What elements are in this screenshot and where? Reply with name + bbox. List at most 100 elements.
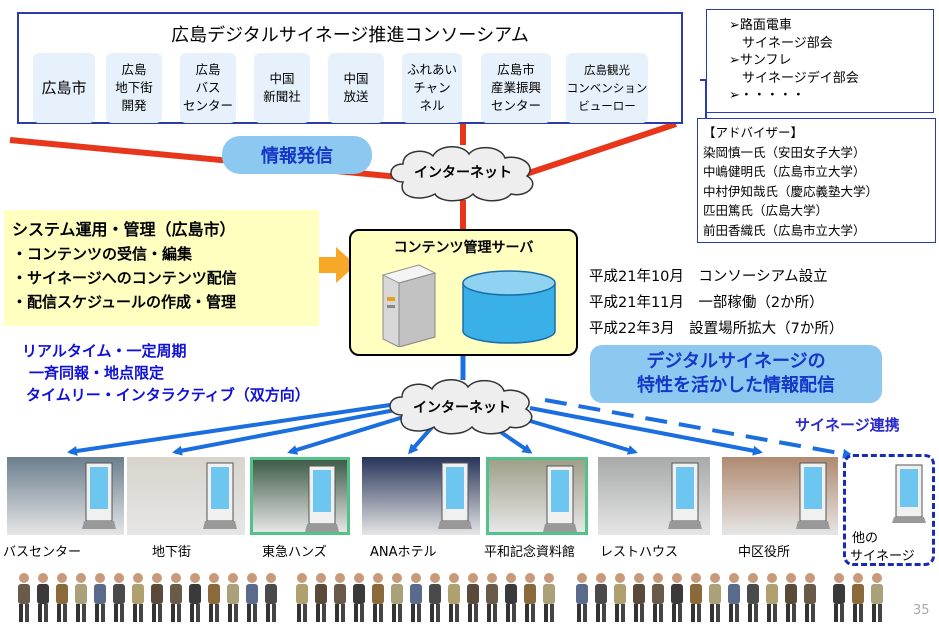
arrow-hands xyxy=(287,413,411,455)
red-line-right xyxy=(519,121,677,179)
content-server-title: コンテンツ管理サーバ xyxy=(393,240,534,256)
location-label: 平和記念資料館 xyxy=(484,545,576,560)
member-org: 広島観光 コンベンション ビューロー xyxy=(566,53,648,123)
person-figure xyxy=(576,573,588,622)
system-ops-item: ・配信スケジュールの作成・管理 xyxy=(12,293,236,311)
person-figure xyxy=(208,573,220,622)
person-figure xyxy=(804,573,816,622)
member-org: 広島市 産業振興 センター xyxy=(481,53,551,123)
timeline-item: 平成21年11月 一部稼働（2か所） xyxy=(589,295,824,311)
kiosk-icon xyxy=(543,465,577,532)
person-figure xyxy=(747,573,759,622)
internet-cloud-bottom xyxy=(389,379,533,435)
digital-signage-callout: デジタルサイネージの 特性を活かした情報配信 xyxy=(590,345,882,403)
person-figure xyxy=(353,573,365,622)
subgroups-box: ➢路面電車 サイネージ部会 ➢サンフレ サイネージデイ部会 ➢・・・・・ xyxy=(706,9,934,113)
arrow-bus xyxy=(67,403,391,456)
person-figure xyxy=(189,573,201,622)
person-figure xyxy=(410,573,422,622)
timeline: 平成21年10月 コンソーシアム設立 平成21年11月 一部稼働（2か所） 平成… xyxy=(589,264,843,342)
person-figure xyxy=(728,573,740,622)
person-figure xyxy=(391,573,403,622)
member-org: 広島 バス センター xyxy=(180,53,236,123)
advisor-name: 中村伊知哉氏（慶応義塾大学） xyxy=(703,183,879,199)
internet-top-label: インターネット xyxy=(414,165,512,181)
arrow-underground xyxy=(172,408,396,456)
subgroup-line: サイネージ部会 xyxy=(729,35,833,51)
advisor-name: 匹田篤氏（広島大学） xyxy=(703,203,829,218)
page-number: 35 xyxy=(913,603,930,618)
system-ops-item: ・サイネージへのコンテンツ配信 xyxy=(12,269,237,287)
person-figure xyxy=(246,573,258,622)
member-org: 中国 放送 xyxy=(328,53,384,123)
location-label: バスセンター xyxy=(3,545,82,560)
person-figure xyxy=(334,573,346,622)
person-figure xyxy=(151,573,163,622)
kiosk-icon xyxy=(438,462,472,529)
person-figure xyxy=(633,573,645,622)
member-org: 広島市 xyxy=(33,53,95,123)
person-figure xyxy=(113,573,125,622)
other-signage-line: サイネージ xyxy=(850,549,915,564)
kiosk-icon xyxy=(796,462,830,529)
member-org: ふれあい チャン ネル xyxy=(402,53,462,123)
person-figure xyxy=(852,573,864,622)
person-figure xyxy=(595,573,607,622)
person-figure xyxy=(709,573,721,622)
kiosk-icon xyxy=(305,465,339,532)
person-figure xyxy=(505,573,517,622)
system-ops-title: システム運用・管理（広島市） xyxy=(12,220,236,239)
location-label: レストハウス xyxy=(600,545,679,560)
other-signage-box: 他の サイネージ xyxy=(843,454,935,566)
location-label: 中区役所 xyxy=(738,545,791,560)
arrow-other xyxy=(544,398,853,459)
location-label: 東急ハンズ xyxy=(262,545,327,560)
member-org: 広島 地下街 開発 xyxy=(106,53,162,123)
location-photo xyxy=(486,457,588,535)
location-photo xyxy=(598,457,710,535)
location-photo xyxy=(7,457,124,535)
person-figure xyxy=(652,573,664,622)
advisor-name: 染岡慎一氏（安田女子大学） xyxy=(703,144,866,160)
person-figure xyxy=(671,573,683,622)
subgroup-line: ➢サンフレ xyxy=(729,53,792,68)
person-figure xyxy=(75,573,87,622)
timeline-item: 平成22年3月 設置場所拡大（7か所） xyxy=(589,321,844,337)
database-icon xyxy=(462,270,556,344)
person-figure xyxy=(766,573,778,622)
person-figure xyxy=(227,573,239,622)
location-photo xyxy=(127,457,245,535)
ops-arrow xyxy=(312,247,356,283)
arrow-ward xyxy=(529,406,763,456)
person-figure xyxy=(37,573,49,622)
consortium-title: 広島デジタルサイネージ推進コンソーシアム xyxy=(171,25,529,46)
kiosk-icon xyxy=(203,462,237,529)
features: リアルタイム・一定周期 一斉同報・地点限定 タイムリー・インタラクティブ（双方向… xyxy=(22,340,310,406)
kiosk-icon xyxy=(892,464,926,523)
person-figure xyxy=(467,573,479,622)
timeline-item: 平成21年10月 コンソーシアム設立 xyxy=(589,269,828,285)
server-icon xyxy=(381,264,437,347)
info-send-callout: 情報発信 xyxy=(222,136,372,174)
person-figure xyxy=(94,573,106,622)
system-ops-item: ・コンテンツの受信・編集 xyxy=(12,245,193,263)
person-figure xyxy=(871,573,883,622)
person-figure xyxy=(429,573,441,622)
person-figure xyxy=(833,573,845,622)
person-figure xyxy=(543,573,555,622)
content-server-box: コンテンツ管理サーバ xyxy=(349,229,578,356)
internet-cloud-top xyxy=(390,146,534,202)
callout-line: デジタルサイネージの xyxy=(646,351,826,372)
person-figure xyxy=(524,573,536,622)
person-figure xyxy=(170,573,182,622)
advisors-box: 【アドバイザー】 染岡慎一氏（安田女子大学） 中嶋健明氏（広島市立大学） 中村伊… xyxy=(697,118,936,243)
feature-item: リアルタイム・一定周期 xyxy=(22,342,187,360)
subgroup-line: ➢・・・・・ xyxy=(729,88,805,103)
internet-bottom-label: インターネット xyxy=(413,400,511,416)
person-figure xyxy=(18,573,30,622)
feature-item: 一斉同報・地点限定 xyxy=(29,364,165,382)
info-send-label: 情報発信 xyxy=(261,146,333,167)
location-photo xyxy=(722,457,838,535)
people-illustration xyxy=(18,573,883,622)
advisor-name: 中嶋健明氏（広島市立大学） xyxy=(703,164,866,179)
